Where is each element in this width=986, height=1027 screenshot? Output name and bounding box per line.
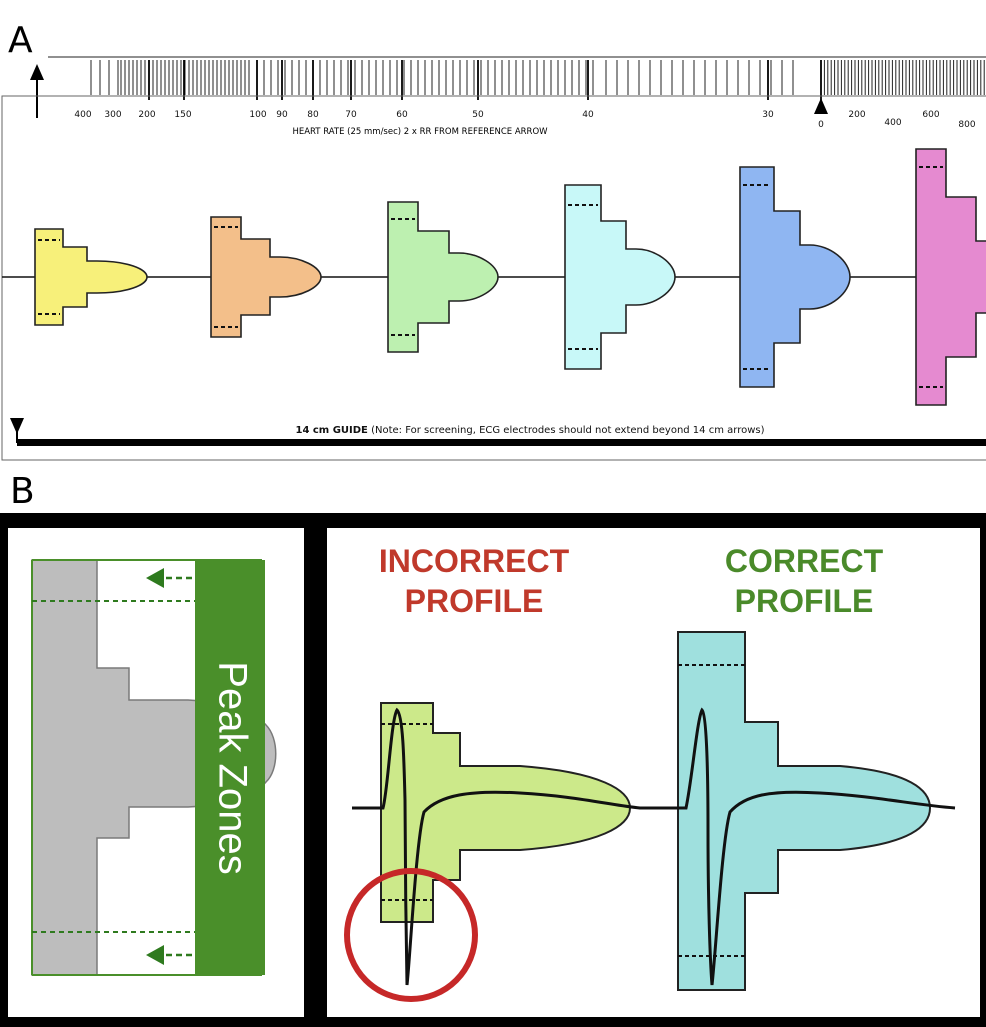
hr-label: 90 bbox=[276, 110, 288, 120]
ms-label: 600 bbox=[922, 110, 939, 120]
guide-bar bbox=[10, 418, 986, 446]
panel-b-label: B bbox=[10, 471, 35, 512]
incorrect-ecg-trace bbox=[352, 707, 680, 986]
profile-template-2 bbox=[210, 216, 322, 338]
profile-template-4 bbox=[564, 184, 676, 370]
hr-label: 400 bbox=[74, 110, 91, 120]
ruler-caption: HEART RATE (25 mm/sec) 2 x RR FROM REFER… bbox=[292, 127, 548, 137]
correct-heading-line1: CORRECT bbox=[725, 543, 884, 579]
hr-label: 150 bbox=[174, 110, 191, 120]
incorrect-heading-line2: PROFILE bbox=[405, 583, 544, 619]
ms-labels: 200 400 600 800 bbox=[848, 110, 975, 130]
zero-label: 0 bbox=[818, 120, 824, 130]
zero-marker-icon bbox=[814, 98, 828, 114]
peak-zones-bar bbox=[195, 560, 265, 975]
guide-text: 14 cm GUIDE (Note: For screening, ECG el… bbox=[295, 425, 764, 436]
hr-label: 200 bbox=[138, 110, 155, 120]
guide-title: 14 cm GUIDE bbox=[295, 425, 368, 436]
profile-template-6 bbox=[915, 148, 986, 406]
hr-label: 300 bbox=[104, 110, 121, 120]
heart-rate-labels: 400 300 200 150 100 90 80 70 60 50 40 30 bbox=[74, 110, 774, 120]
hr-label: 100 bbox=[249, 110, 266, 120]
hr-label: 50 bbox=[472, 110, 484, 120]
hr-label: 80 bbox=[307, 110, 319, 120]
profile-template-3 bbox=[387, 201, 499, 353]
panel-a-box bbox=[1, 95, 986, 461]
peak-zones-label: Peak Zones bbox=[210, 661, 254, 874]
hr-label: 60 bbox=[396, 110, 408, 120]
ms-label: 400 bbox=[884, 118, 901, 128]
hr-label: 70 bbox=[345, 110, 357, 120]
profile-templates bbox=[34, 148, 986, 406]
arrow-left-icon bbox=[146, 945, 164, 965]
arrow-left-icon bbox=[146, 568, 164, 588]
panel-a-label: A bbox=[8, 20, 33, 61]
correct-heading-line2: PROFILE bbox=[735, 583, 874, 619]
hr-label: 40 bbox=[582, 110, 594, 120]
correct-profile bbox=[677, 631, 932, 991]
error-highlight-circle bbox=[344, 868, 478, 1002]
profile-template-5 bbox=[739, 166, 851, 388]
ruler-ticks bbox=[90, 60, 985, 100]
guide-note: (Note: For screening, ECG electrodes sho… bbox=[371, 425, 764, 436]
profile-template-1 bbox=[34, 228, 148, 326]
ms-label: 200 bbox=[848, 110, 865, 120]
reference-arrow bbox=[30, 64, 44, 118]
incorrect-heading-line1: INCORRECT bbox=[379, 543, 570, 579]
ms-label: 800 bbox=[958, 120, 975, 130]
correct-ecg-trace bbox=[680, 707, 956, 986]
correct-profile-shape bbox=[677, 631, 932, 991]
hr-label: 30 bbox=[762, 110, 774, 120]
peak-zones-diagram: Peak Zones bbox=[31, 559, 277, 976]
